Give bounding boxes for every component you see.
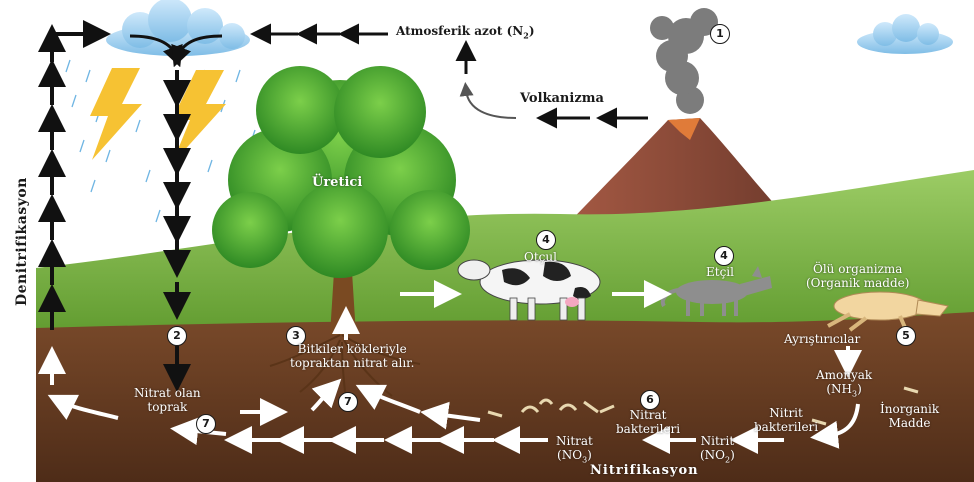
ammonia-label: Amonyak (NH3) (816, 368, 872, 401)
ammonia-subscript: 3 (852, 389, 857, 398)
decomposers-label: Ayrıştırıcılar (784, 332, 860, 346)
carnivore-label: Etçil (706, 265, 734, 279)
nitrate-bacteria-line2: bakterileri (616, 422, 680, 436)
volcanism-label: Volkanizma (520, 92, 604, 106)
dead-organism-label: Ölü organizma (Organik madde) (806, 262, 909, 290)
step-7-soil-badge: 7 (196, 414, 216, 434)
inorganic-label: İnorganik Madde (880, 402, 939, 430)
nitrite-label: Nitrit (NO2) (700, 434, 735, 467)
nitrate-soil-line2: toprak (134, 400, 201, 414)
step-4-carnivore-badge: 4 (714, 246, 734, 266)
denitrification-label: Denitrifikasyon (14, 186, 30, 306)
ammonia-line2: (NH3) (816, 382, 872, 401)
producer-label: Üretici (312, 176, 362, 190)
volcanism-arrows (466, 52, 648, 118)
nitrite-bacteria-line1: Nitrit (754, 406, 818, 420)
roots-label: Bitkiler kökleriyle topraktan nitrat alı… (290, 342, 414, 370)
small-cloud (857, 14, 953, 54)
step-5-badge: 5 (896, 326, 916, 346)
nitrite-formula-text: (NO (700, 448, 725, 462)
nitrite-line2: (NO2) (700, 448, 735, 467)
nitrate-line2: (NO3) (556, 448, 593, 467)
step-6-badge: 6 (640, 390, 660, 410)
volcano-smoke (650, 8, 718, 114)
nitrate-label: Nitrat (NO3) (556, 434, 593, 467)
rain (66, 60, 255, 222)
ammonia-formula-text: (NH (826, 382, 852, 396)
atmospheric-nitrogen-label: Atmosferik azot (N2) (396, 24, 535, 42)
lightning-bolts (90, 68, 226, 164)
dead-organism-line2: (Organik madde) (806, 276, 909, 290)
herbivore-label: Otçul (524, 250, 557, 264)
atmospheric-nitrogen-text: Atmosferik azot (N (396, 24, 523, 38)
inorganic-line1: İnorganik (880, 402, 939, 416)
nitrite-bacteria-line2: bakterileri (754, 420, 818, 434)
step-2-badge: 2 (167, 326, 187, 346)
atmospheric-nitrogen-subscript: 2 (523, 30, 529, 40)
nitrate-formula-text: (NO (557, 448, 582, 462)
nitrite-subscript: 2 (725, 455, 730, 464)
nitrate-line1: Nitrat (556, 434, 593, 448)
inorganic-line2: Madde (880, 416, 939, 430)
nitrite-line1: Nitrit (700, 434, 735, 448)
step-1-badge: 1 (710, 24, 730, 44)
nitrate-soil-label: Nitrat olan toprak (134, 386, 201, 414)
nitrification-label: Nitrifikasyon (590, 464, 699, 478)
ammonia-line1: Amonyak (816, 368, 872, 382)
roots-line2: topraktan nitrat alır. (290, 356, 414, 370)
dead-organism-line1: Ölü organizma (806, 262, 909, 276)
nitrate-bacteria-line1: Nitrat (616, 408, 680, 422)
nitrate-subscript: 3 (582, 455, 587, 464)
nitrite-bacteria-label: Nitrit bakterileri (754, 406, 818, 434)
nitrate-soil-line1: Nitrat olan (134, 386, 201, 400)
nitrate-bacteria-label: Nitrat bakterileri (616, 408, 680, 436)
storm-cloud (106, 0, 250, 56)
roots-line1: Bitkiler kökleriyle (290, 342, 414, 356)
step-4-herbivore-badge: 4 (536, 230, 556, 250)
step-7-uptake-badge: 7 (338, 392, 358, 412)
